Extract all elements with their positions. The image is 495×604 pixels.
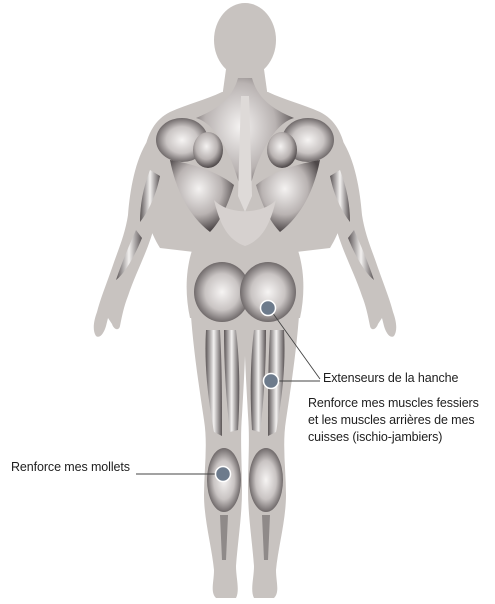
hip-extensors-title: Extenseurs de la hanche [323, 370, 458, 387]
right-calf-muscle [249, 448, 283, 512]
hamstring-marker-icon [264, 374, 279, 389]
calves-annotation: Renforce mes mollets [11, 459, 130, 476]
left-infraspinatus-muscle [193, 132, 223, 168]
hip-extensors-description-line: Renforce mes muscles fessiers [308, 395, 479, 412]
hip-extensors-description-line: cuisses (ischio-jambiers) [308, 429, 442, 446]
calf-marker-icon [216, 467, 231, 482]
right-infraspinatus-muscle [267, 132, 297, 168]
glute-marker-icon [261, 301, 276, 316]
hip-extensors-description-line: et les muscles arrières de mes [308, 412, 475, 429]
